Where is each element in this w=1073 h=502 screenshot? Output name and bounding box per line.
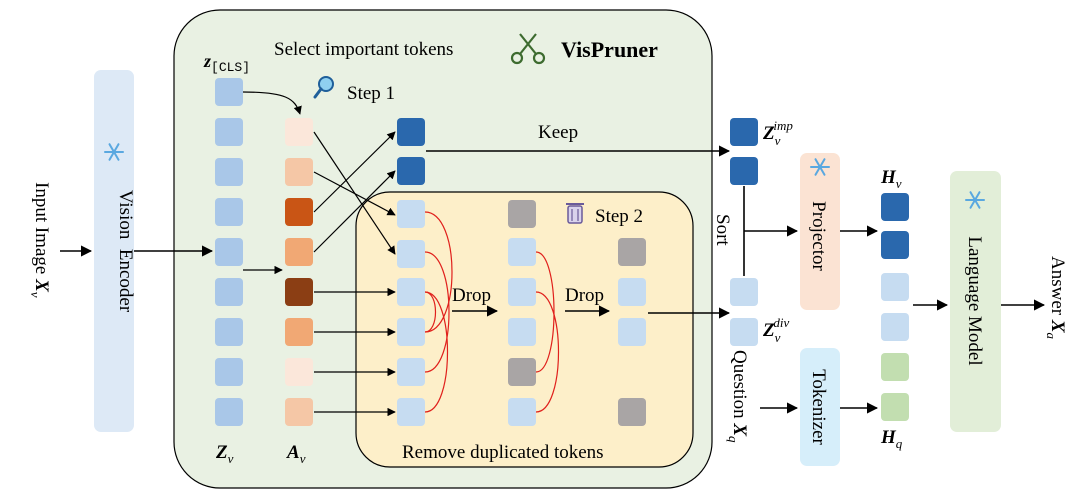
zcls-label: z[CLS]	[203, 51, 250, 75]
language-model-label: Language Model	[964, 236, 985, 365]
reorder-arrow	[313, 170, 396, 253]
dup-token	[508, 358, 536, 386]
remain-token	[618, 318, 646, 346]
snowflake-icon	[810, 158, 830, 176]
vision-encoder-label: Vision Encoder	[115, 190, 136, 313]
question-label: Question Xq	[726, 350, 750, 443]
dup-arc	[424, 251, 450, 373]
hv-token	[881, 313, 909, 341]
av-token	[285, 318, 313, 346]
zv-token	[215, 318, 243, 346]
projector-label: Projector	[808, 201, 829, 271]
zv-label: Zv	[215, 442, 234, 466]
reorder-arrow	[313, 131, 396, 213]
remain-token	[508, 398, 536, 426]
remain-token	[397, 200, 425, 228]
cls-attention-arrow	[242, 91, 302, 115]
av-token	[285, 398, 313, 426]
token-layer	[215, 78, 909, 426]
hq-token	[881, 393, 909, 421]
hv-token	[881, 193, 909, 221]
language-model-box	[950, 171, 1001, 432]
drop-label-2: Drop	[565, 285, 604, 306]
zv-token	[215, 278, 243, 306]
tokenizer-label: Tokenizer	[808, 369, 829, 445]
drop-label-1: Drop	[452, 285, 491, 306]
dup-token	[508, 200, 536, 228]
reorder-arrow	[313, 171, 396, 216]
av-token	[285, 118, 313, 146]
answer-label: Answer Xa	[1044, 256, 1068, 340]
remain-token	[397, 358, 425, 386]
sort-label: Sort	[712, 214, 733, 246]
hv-token	[881, 273, 909, 301]
zimp-label: Zvimp	[762, 118, 793, 148]
zv-token	[215, 198, 243, 226]
div-token	[730, 318, 758, 346]
zv-token	[215, 398, 243, 426]
step2-label: Step 2	[595, 206, 643, 227]
keep-label: Keep	[538, 122, 578, 143]
zv-token	[215, 118, 243, 146]
div-token	[730, 278, 758, 306]
dup-token	[618, 238, 646, 266]
imp-token	[730, 157, 758, 185]
hv-token	[881, 231, 909, 259]
remain-token	[397, 318, 425, 346]
trash-icon	[566, 203, 584, 224]
imp-token	[730, 118, 758, 146]
keep-token	[397, 118, 425, 146]
keep-token	[397, 157, 425, 185]
av-token	[285, 238, 313, 266]
av-token	[285, 158, 313, 186]
tokenizer-box	[800, 348, 840, 466]
remove-duplicated-label: Remove duplicated tokens	[402, 442, 604, 463]
projector-box	[800, 153, 840, 310]
remain-token	[508, 318, 536, 346]
snowflake-icon	[104, 143, 124, 161]
av-token	[285, 278, 313, 306]
zv-token	[215, 238, 243, 266]
hq-token	[881, 353, 909, 381]
av-label: Av	[286, 442, 306, 466]
scissors-icon	[510, 33, 546, 65]
hv-label: Hv	[880, 167, 902, 191]
vision-encoder-box	[94, 70, 134, 432]
dup-arc	[424, 211, 453, 333]
dup-arc	[424, 291, 436, 333]
remain-token	[397, 278, 425, 306]
zv-token	[215, 158, 243, 186]
remain-token	[397, 398, 425, 426]
zv-token	[215, 358, 243, 386]
snowflake-icon	[965, 191, 985, 209]
dup-arc	[535, 291, 560, 413]
cls-token	[215, 78, 243, 106]
av-token	[285, 358, 313, 386]
remain-token	[508, 278, 536, 306]
remain-token	[508, 238, 536, 266]
remain-token	[397, 240, 425, 268]
magnifier-icon	[313, 76, 334, 99]
input-image-label: Input Image Xv	[28, 182, 52, 298]
av-token	[285, 198, 313, 226]
step1-label: Step 1	[347, 83, 395, 104]
zdiv-label: Zvdiv	[762, 315, 790, 345]
vispruner-title: VisPruner	[561, 37, 658, 62]
dup-arc	[424, 291, 449, 413]
dup-token	[618, 398, 646, 426]
select-tokens-label: Select important tokens	[274, 39, 453, 60]
remain-token	[618, 278, 646, 306]
hq-label: Hq	[880, 427, 903, 451]
